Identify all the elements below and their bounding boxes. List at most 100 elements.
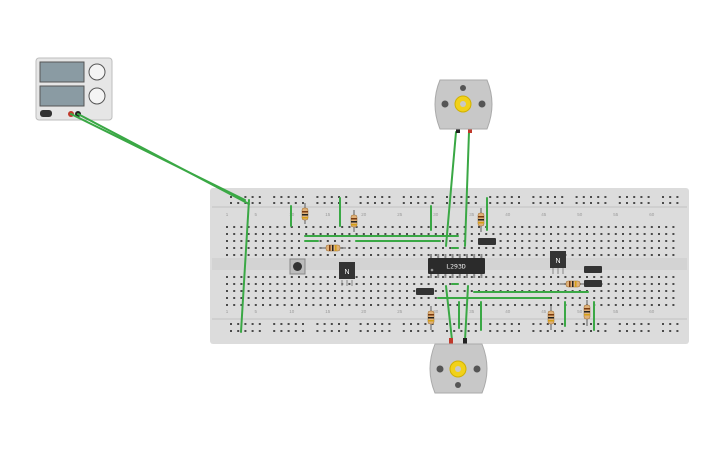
breadboard-hole[interactable] bbox=[470, 233, 473, 235]
breadboard-hole[interactable] bbox=[564, 297, 567, 299]
rail-hole[interactable] bbox=[510, 330, 513, 332]
breadboard-hole[interactable] bbox=[521, 276, 524, 278]
slide-switch[interactable] bbox=[584, 280, 602, 287]
breadboard-hole[interactable] bbox=[319, 233, 322, 235]
breadboard-hole[interactable] bbox=[535, 254, 538, 256]
breadboard-hole[interactable] bbox=[406, 276, 408, 278]
breadboard-hole[interactable] bbox=[542, 226, 545, 228]
breadboard-hole[interactable] bbox=[233, 297, 236, 299]
rail-hole[interactable] bbox=[647, 196, 650, 198]
rail-hole[interactable] bbox=[503, 202, 506, 204]
breadboard-hole[interactable] bbox=[362, 276, 365, 278]
rail-hole[interactable] bbox=[510, 202, 513, 204]
rail-hole[interactable] bbox=[330, 330, 333, 332]
breadboard-hole[interactable] bbox=[449, 283, 452, 285]
breadboard-hole[interactable] bbox=[362, 283, 365, 285]
rail-hole[interactable] bbox=[359, 323, 362, 325]
wire-motor-bottom-a[interactable] bbox=[445, 285, 453, 341]
breadboard-hole[interactable] bbox=[607, 276, 610, 278]
breadboard-hole[interactable] bbox=[420, 254, 423, 256]
breadboard-hole[interactable] bbox=[470, 290, 473, 292]
breadboard-hole[interactable] bbox=[535, 247, 538, 249]
breadboard-hole[interactable] bbox=[254, 290, 257, 292]
rail-hole[interactable] bbox=[294, 330, 297, 332]
breadboard-hole[interactable] bbox=[607, 240, 610, 242]
resistor[interactable] bbox=[547, 306, 555, 330]
breadboard-hole[interactable] bbox=[370, 247, 372, 249]
breadboard-hole[interactable] bbox=[305, 233, 308, 235]
rail-hole[interactable] bbox=[302, 202, 304, 204]
rail-hole[interactable] bbox=[410, 323, 412, 325]
breadboard-hole[interactable] bbox=[442, 233, 444, 235]
rail-hole[interactable] bbox=[532, 202, 535, 204]
rail-hole[interactable] bbox=[230, 323, 232, 325]
breadboard-hole[interactable] bbox=[535, 226, 538, 228]
breadboard-hole[interactable] bbox=[442, 304, 444, 306]
rail-hole[interactable] bbox=[604, 196, 607, 198]
breadboard-hole[interactable] bbox=[564, 240, 567, 242]
breadboard-hole[interactable] bbox=[290, 304, 293, 306]
breadboard-hole[interactable] bbox=[499, 283, 502, 285]
breadboard-hole[interactable] bbox=[226, 233, 228, 235]
breadboard-hole[interactable] bbox=[233, 233, 236, 235]
breadboard-hole[interactable] bbox=[643, 240, 646, 242]
breadboard-hole[interactable] bbox=[514, 276, 516, 278]
breadboard-hole[interactable] bbox=[406, 233, 408, 235]
breadboard-hole[interactable] bbox=[463, 290, 466, 292]
breadboard-hole[interactable] bbox=[226, 290, 228, 292]
breadboard-hole[interactable] bbox=[449, 247, 452, 249]
breadboard-hole[interactable] bbox=[427, 254, 430, 256]
breadboard-hole[interactable] bbox=[434, 247, 437, 249]
breadboard-hole[interactable] bbox=[629, 254, 632, 256]
rail-hole[interactable] bbox=[237, 323, 240, 325]
breadboard-hole[interactable] bbox=[406, 283, 408, 285]
breadboard-hole[interactable] bbox=[456, 254, 459, 256]
breadboard-hole[interactable] bbox=[593, 233, 596, 235]
breadboard-hole[interactable] bbox=[420, 226, 423, 228]
rail-hole[interactable] bbox=[424, 323, 427, 325]
rail-hole[interactable] bbox=[532, 323, 535, 325]
breadboard-hole[interactable] bbox=[485, 254, 488, 256]
wires[interactable] bbox=[70, 113, 595, 341]
breadboard-hole[interactable] bbox=[377, 297, 380, 299]
breadboard-hole[interactable] bbox=[665, 304, 668, 306]
breadboard-hole[interactable] bbox=[334, 290, 336, 292]
breadboard-hole[interactable] bbox=[643, 304, 646, 306]
breadboard-hole[interactable] bbox=[442, 226, 444, 228]
breadboard-hole[interactable] bbox=[643, 283, 646, 285]
breadboard-hole[interactable] bbox=[434, 254, 437, 256]
breadboard-hole[interactable] bbox=[326, 276, 329, 278]
rail-hole[interactable] bbox=[345, 330, 348, 332]
wire-rail-jumper[interactable] bbox=[240, 199, 250, 333]
breadboard-hole[interactable] bbox=[600, 276, 603, 278]
breadboard-hole[interactable] bbox=[434, 276, 437, 278]
rail-hole[interactable] bbox=[258, 196, 261, 198]
rail-hole[interactable] bbox=[604, 330, 607, 332]
rail-hole[interactable] bbox=[280, 196, 283, 198]
breadboard-hole[interactable] bbox=[262, 226, 264, 228]
breadboard-hole[interactable] bbox=[478, 304, 480, 306]
breadboard-hole[interactable] bbox=[326, 226, 329, 228]
breadboard-hole[interactable] bbox=[506, 283, 509, 285]
rail-hole[interactable] bbox=[640, 202, 643, 204]
transistor[interactable]: N bbox=[550, 251, 566, 274]
breadboard-hole[interactable] bbox=[298, 254, 300, 256]
rail-hole[interactable] bbox=[460, 323, 463, 325]
breadboard-hole[interactable] bbox=[578, 240, 581, 242]
breadboard-hole[interactable] bbox=[650, 304, 653, 306]
breadboard-hole[interactable] bbox=[593, 247, 596, 249]
breadboard-hole[interactable] bbox=[506, 247, 509, 249]
breadboard-hole[interactable] bbox=[226, 247, 228, 249]
breadboard-hole[interactable] bbox=[348, 233, 351, 235]
breadboard-hole[interactable] bbox=[650, 254, 653, 256]
breadboard-hole[interactable] bbox=[672, 297, 675, 299]
breadboard-hole[interactable] bbox=[355, 226, 358, 228]
breadboard-hole[interactable] bbox=[542, 304, 545, 306]
breadboard-hole[interactable] bbox=[478, 283, 480, 285]
breadboard-hole[interactable] bbox=[391, 254, 394, 256]
breadboard-hole[interactable] bbox=[406, 290, 408, 292]
breadboard-hole[interactable] bbox=[528, 304, 531, 306]
breadboard-hole[interactable] bbox=[384, 254, 387, 256]
breadboard-hole[interactable] bbox=[233, 247, 236, 249]
breadboard-hole[interactable] bbox=[607, 297, 610, 299]
